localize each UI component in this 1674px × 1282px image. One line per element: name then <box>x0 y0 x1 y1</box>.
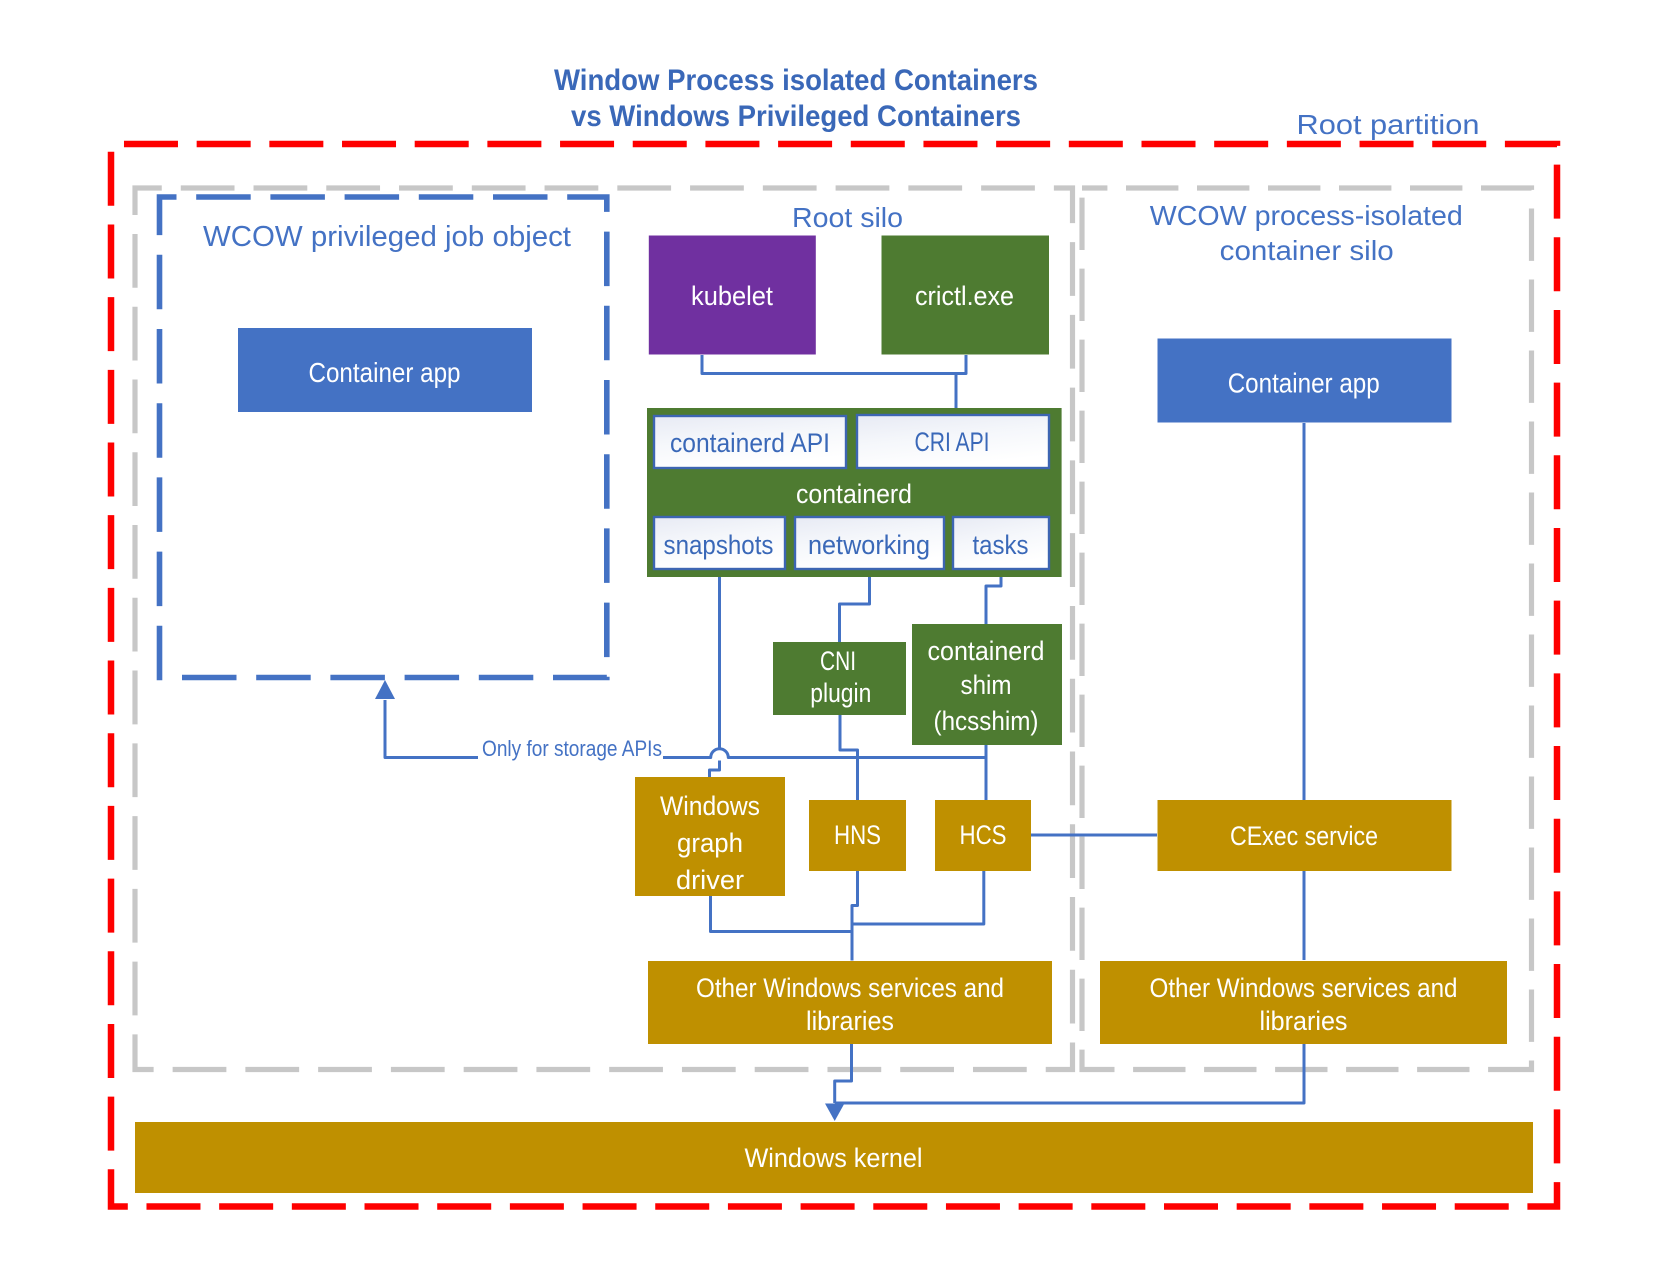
svg-text:Container app: Container app <box>1228 368 1380 399</box>
svg-text:CRI API: CRI API <box>915 427 990 457</box>
svg-text:shim: shim <box>961 670 1012 700</box>
svg-text:containerd API: containerd API <box>670 428 830 458</box>
svg-text:crictl.exe: crictl.exe <box>915 281 1014 311</box>
svg-text:kubelet: kubelet <box>691 281 773 311</box>
svg-text:WCOW privileged job object: WCOW privileged job object <box>203 221 571 253</box>
svg-text:CNI: CNI <box>820 646 856 676</box>
svg-text:Only for storage APIs: Only for storage APIs <box>482 736 662 761</box>
svg-text:plugin: plugin <box>810 678 871 708</box>
svg-text:HCS: HCS <box>960 820 1007 850</box>
svg-text:graph: graph <box>677 828 743 858</box>
svg-text:HNS: HNS <box>834 820 881 850</box>
svg-text:tasks: tasks <box>973 530 1029 560</box>
svg-text:Root partition: Root partition <box>1297 109 1480 140</box>
svg-text:Window Process isolated Contai: Window Process isolated Containers <box>554 64 1038 97</box>
svg-text:Other Windows services and: Other Windows services and <box>1150 973 1458 1003</box>
svg-text:containerd: containerd <box>928 636 1045 666</box>
svg-text:Windows: Windows <box>660 791 760 821</box>
svg-text:libraries: libraries <box>806 1006 894 1036</box>
svg-text:WCOW process-isolated: WCOW process-isolated <box>1150 200 1463 231</box>
svg-text:snapshots: snapshots <box>664 530 774 560</box>
svg-text:vs Windows Privileged Containe: vs Windows Privileged Containers <box>571 100 1021 133</box>
svg-text:CExec service: CExec service <box>1230 821 1378 851</box>
svg-text:containerd: containerd <box>796 479 912 509</box>
svg-text:(hcsshim): (hcsshim) <box>934 706 1039 736</box>
svg-text:driver: driver <box>676 865 744 895</box>
svg-text:networking: networking <box>808 530 930 560</box>
svg-text:Windows kernel: Windows kernel <box>745 1143 923 1173</box>
svg-text:libraries: libraries <box>1260 1006 1348 1036</box>
svg-text:Root silo: Root silo <box>792 202 903 233</box>
svg-text:Other Windows services and: Other Windows services and <box>696 973 1004 1003</box>
svg-text:Container app: Container app <box>309 357 461 388</box>
svg-text:container silo: container silo <box>1220 235 1394 266</box>
